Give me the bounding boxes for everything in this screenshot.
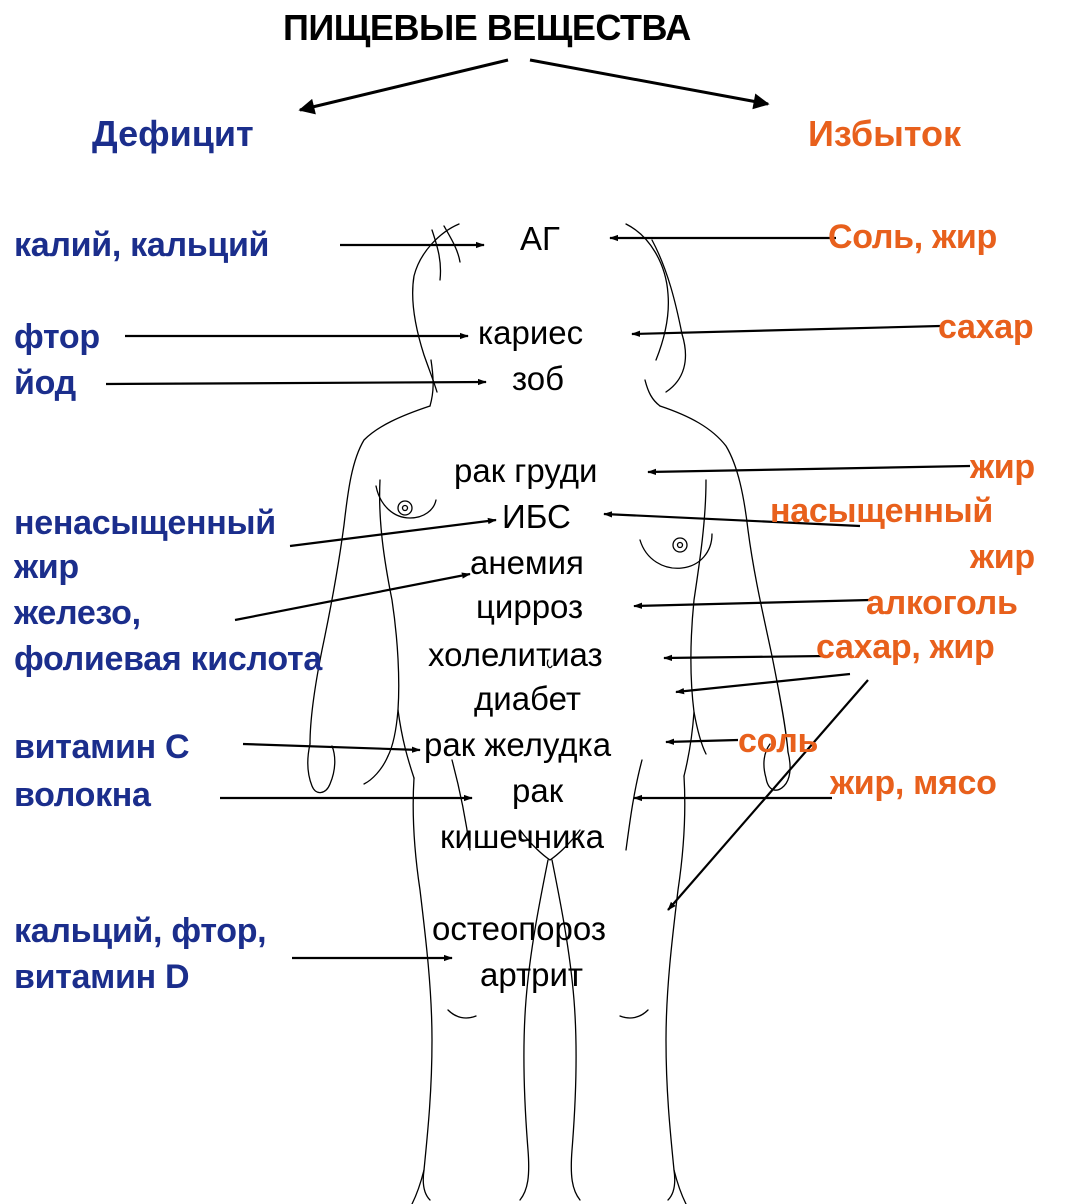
deficit-calcium-fluorine-line2: витамин D — [14, 960, 189, 994]
disease-caries: кариес — [478, 316, 583, 349]
disease-cirrhosis: цирроз — [476, 590, 583, 623]
excess-salt-fat: Соль, жир — [828, 220, 997, 254]
deficit-arrows — [106, 245, 496, 958]
excess-fat: жир — [970, 450, 1035, 484]
disease-ibs: ИБС — [502, 500, 571, 533]
excess-saturated-fat-line2: жир — [970, 540, 1035, 574]
deficit-vitamin-c: витамин С — [14, 730, 189, 764]
deficit-iodine: йод — [14, 366, 76, 400]
deficit-fiber: волокна — [14, 778, 151, 812]
excess-alcohol: алкоголь — [866, 586, 1018, 620]
deficit-iron-line2: фолиевая кислота — [14, 642, 322, 676]
excess-fat-meat: жир, мясо — [830, 766, 997, 800]
disease-arthritis: артрит — [480, 958, 583, 991]
disease-breast-cancer: рак груди — [454, 454, 597, 487]
disease-colon-cancer-line2: кишечника — [440, 820, 604, 853]
arrow-iron-to-anemia — [235, 574, 470, 620]
page-title: ПИЩЕВЫЕ ВЕЩЕСТВА — [283, 10, 691, 46]
disease-diabetes: диабет — [474, 682, 581, 715]
arrow-iodine-to-goiter — [106, 382, 486, 384]
deficit-calcium-fluorine-line1: кальций, фтор, — [14, 914, 266, 948]
excess-salt: соль — [738, 724, 818, 758]
title-arrows — [300, 60, 768, 110]
deficit-header: Дефицит — [92, 116, 254, 152]
deficit-iron-line1: железо, — [14, 596, 141, 630]
disease-cholelithiasis: холелитиаз — [428, 638, 603, 671]
excess-header: Избыток — [808, 116, 961, 152]
arrow-sugarfat-to-diabetes — [676, 674, 850, 692]
excess-arrows — [604, 238, 970, 910]
arrow-unsatfat-to-ibs — [290, 520, 496, 546]
arrow-vitc-to-stomach — [243, 744, 420, 750]
arrow-title-to-deficit — [300, 60, 508, 110]
excess-sugar-fat: сахар, жир — [816, 630, 995, 664]
arrow-sugar-to-caries — [632, 326, 940, 334]
deficit-fluorine: фтор — [14, 320, 100, 354]
disease-osteoporosis: остеопороз — [432, 912, 606, 945]
excess-saturated-fat-line1: насыщенный — [770, 494, 993, 528]
disease-colon-cancer-line1: рак — [512, 774, 563, 807]
disease-ag: АГ — [520, 222, 560, 255]
arrow-fat-to-breast — [648, 466, 970, 472]
deficit-unsaturated-fat-line2: жир — [14, 550, 79, 584]
disease-anemia: анемия — [470, 546, 584, 579]
disease-stomach-cancer: рак желудка — [424, 728, 611, 761]
deficit-unsaturated-fat-line1: ненасыщенный — [14, 506, 276, 540]
deficit-potassium-calcium: калий, кальций — [14, 228, 269, 262]
arrow-sugarfat-to-chol — [664, 656, 826, 658]
excess-sugar: сахар — [938, 310, 1033, 344]
disease-goiter: зоб — [512, 362, 564, 395]
arrow-alcohol-to-cirrhosis — [634, 600, 870, 606]
arrow-title-to-excess — [530, 60, 768, 104]
arrow-salt-to-stomach — [666, 740, 738, 742]
